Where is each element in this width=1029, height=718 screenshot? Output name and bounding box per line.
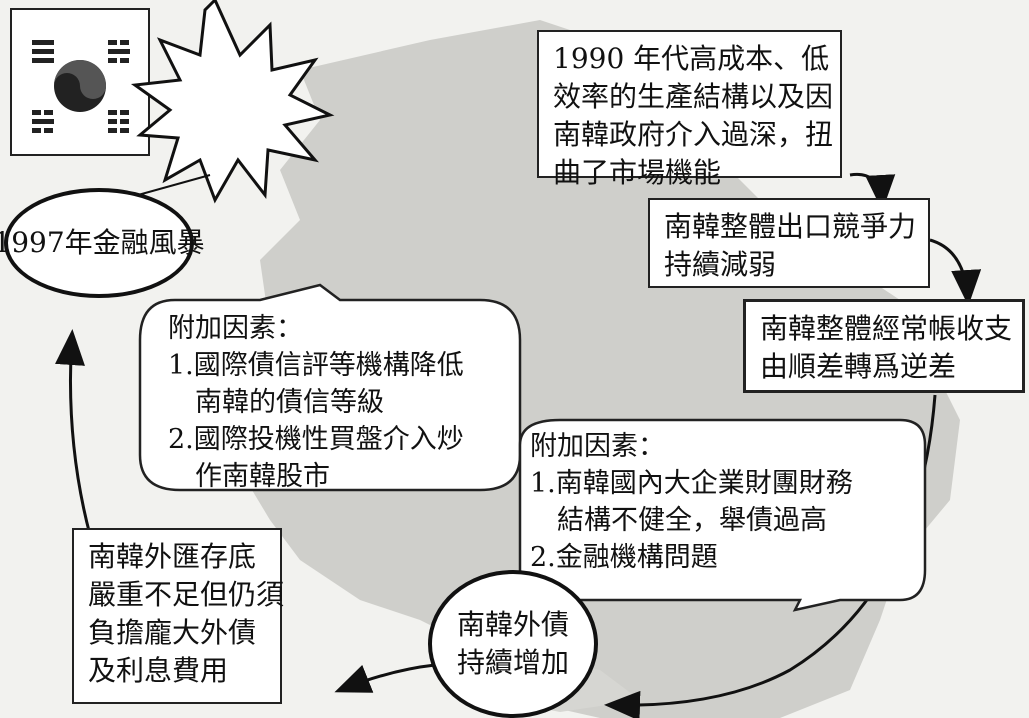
flag-graphic (32, 40, 130, 133)
export-line-1: 南韓整體出口競爭力 (664, 210, 917, 243)
factors-top-bubble-shape (138, 283, 522, 492)
factors-bottom-line-4: 2.金融機構問題 (530, 542, 718, 573)
reserves-line-3: 負擔龐大外債 (88, 616, 257, 649)
account-line-1: 南韓整體經常帳收支 (760, 312, 1013, 345)
crisis-label: 1997年金融風暴 (0, 226, 205, 259)
factors-top-bubble: 附加因素： 1.國際債信評等機構降低 南韓的債信等級 2.國際投機性買盤介入炒 … (168, 310, 464, 495)
cause-line-1: 1990 年代高成本、低 (553, 42, 830, 75)
reserves-node: 南韓外匯存底 嚴重不足但仍須 負擔龐大外債 及利息費用 (72, 528, 285, 704)
reserves-line-2: 嚴重不足但仍須 (88, 578, 285, 611)
factors-bottom-line-1: 附加因素： (530, 431, 665, 462)
reserves-line-4: 及利息費用 (88, 654, 229, 687)
debt-line-2: 持續增加 (456, 646, 569, 679)
factors-bottom-bubble: 附加因素： 1.南韓國內大企業財團財務 結構不健全，舉債過高 2.金融機構問題 (530, 428, 853, 576)
export-node: 南韓整體出口競爭力 持續減弱 (648, 198, 930, 288)
current-account-node: 南韓整體經常帳收支 由順差轉爲逆差 (743, 299, 1025, 393)
debt-line-1: 南韓外債 (456, 608, 569, 641)
factors-top-line-3: 南韓的債信等級 (168, 387, 384, 418)
arrow-export-to-account (929, 238, 982, 306)
factors-bottom-bubble-shape (518, 418, 927, 612)
factors-top-line-1: 附加因素： (168, 313, 303, 344)
cause-line-3: 南韓政府介入過深，扭 (553, 118, 834, 151)
cause-node: 1990 年代高成本、低 效率的生產結構以及因 南韓政府介入過深，扭 曲了市場機… (537, 30, 842, 189)
korean-flag-icon (10, 8, 150, 156)
crisis-node: 1997年金融風暴 (0, 188, 205, 298)
factors-top-line-5: 作南韓股市 (168, 461, 330, 492)
reserves-line-1: 南韓外匯存底 (88, 540, 257, 573)
explosion-burst-icon (130, 0, 335, 204)
account-line-2: 由順差轉爲逆差 (760, 350, 957, 383)
cause-line-2: 效率的生產結構以及因 (553, 80, 834, 113)
factors-top-line-2: 1.國際債信評等機構降低 (168, 350, 464, 381)
debt-node: 南韓外債 持續增加 (428, 570, 598, 718)
arrow-reserves-to-crisis (55, 329, 92, 536)
arrow-debt-to-reserves (334, 663, 436, 693)
factors-bottom-line-2: 1.南韓國內大企業財團財務 (530, 468, 853, 499)
export-line-2: 持續減弱 (664, 248, 777, 281)
factors-top-line-4: 2.國際投機性買盤介入炒 (168, 424, 464, 455)
factors-bottom-line-3: 結構不健全，舉債過高 (530, 505, 827, 536)
cause-line-4: 曲了市場機能 (553, 156, 722, 189)
